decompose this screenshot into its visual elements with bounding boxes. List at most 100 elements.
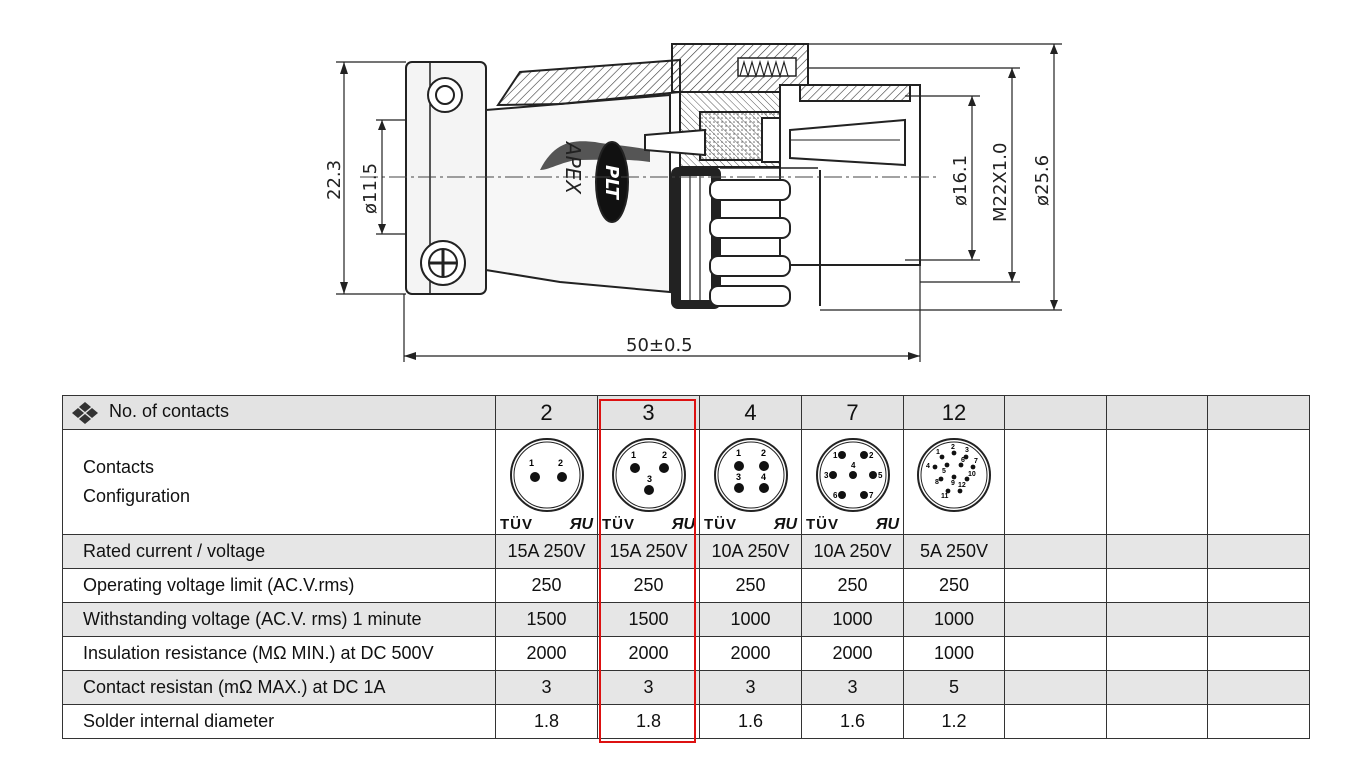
pin-label: 5 (942, 468, 946, 475)
pin-label: 7 (974, 458, 978, 465)
spec-value-cell (1106, 602, 1208, 637)
spec-value-cell: 2000 (801, 636, 904, 671)
dim-height-left: 22.3 (324, 160, 345, 200)
pin-label: 12 (958, 482, 966, 489)
pin-label: 1 (529, 458, 534, 468)
config-label-cell: Contacts Configuration (62, 429, 496, 535)
spec-row-label: Contact resistan (mΩ MAX.) at DC 1A (62, 670, 496, 705)
pin-layout-12: 1 2 3 4 5 6 7 8 9 10 11 12 (903, 429, 1005, 535)
pin-label: 2 (662, 450, 667, 460)
spec-value-cell (1207, 534, 1310, 569)
pin-diagram-4: 1 2 3 4 (713, 438, 788, 512)
spec-value-cell (1004, 670, 1107, 705)
pin-layout-7: 1 2 3 4 5 6 7 TÜV ЯU (801, 429, 904, 535)
ul-mark: ЯU (773, 516, 797, 533)
config-empty (1207, 429, 1310, 535)
spec-value-cell: 10A 250V (699, 534, 802, 569)
spec-value-cell (1207, 636, 1310, 671)
spec-row-label: Solder internal diameter (62, 704, 496, 739)
header-row: No. of contacts 2 3 4 7 12 (62, 395, 1310, 430)
spec-value-cell: 1.8 (597, 704, 700, 739)
spec-table: No. of contacts 2 3 4 7 12 Contacts Conf… (62, 395, 1310, 739)
dimension-lines (336, 43, 1062, 362)
ul-mark: ЯU (671, 516, 695, 533)
spec-value-cell: 1500 (597, 602, 700, 637)
spec-value-cell: 1.6 (801, 704, 904, 739)
contacts-empty (1004, 395, 1107, 430)
spec-value-cell (1004, 534, 1107, 569)
dimension-arrows (340, 44, 1058, 360)
spec-row-label: Withstanding voltage (AC.V. rms) 1 minut… (62, 602, 496, 637)
pin-label: 7 (869, 491, 874, 500)
pin-label: 1 (736, 448, 741, 458)
ul-mark: ЯU (569, 516, 593, 533)
spec-value-cell (1106, 568, 1208, 603)
pin-label: 5 (878, 471, 883, 480)
contacts-7: 7 (801, 395, 904, 430)
contacts-4: 4 (699, 395, 802, 430)
spec-value-cell: 15A 250V (597, 534, 700, 569)
spec-value-cell: 1500 (495, 602, 598, 637)
spec-value-cell: 3 (597, 670, 700, 705)
pin-diagram-12: 1 2 3 4 5 6 7 8 9 10 11 12 (917, 438, 991, 512)
config-empty (1004, 429, 1107, 535)
pin-label: 6 (961, 457, 965, 464)
spec-value-cell: 250 (903, 568, 1005, 603)
pin-label: 4 (761, 472, 766, 482)
contacts-12: 12 (903, 395, 1005, 430)
spec-value-cell: 1000 (801, 602, 904, 637)
spec-row: Withstanding voltage (AC.V. rms) 1 minut… (62, 602, 1310, 637)
spec-value-cell (1207, 704, 1310, 739)
connector-drawing: 22.3 ø11.5 50±0.5 ø16.1 M22X1.0 ø25.6 AP… (324, 43, 1062, 362)
pin-diagram-3: 1 2 3 (611, 438, 686, 512)
spec-value-cell: 250 (495, 568, 598, 603)
spec-value-cell: 3 (801, 670, 904, 705)
tuv-mark: TÜV (806, 516, 839, 533)
pin-label: 9 (951, 480, 955, 487)
spec-value-cell: 1.8 (495, 704, 598, 739)
spec-row-label: Rated current / voltage (62, 534, 496, 569)
dim-outer-dia: ø25.6 (1032, 155, 1053, 206)
tuv-mark: TÜV (704, 516, 737, 533)
contacts-empty (1207, 395, 1310, 430)
spec-value-cell: 250 (597, 568, 700, 603)
spec-row-label: Insulation resistance (MΩ MIN.) at DC 50… (62, 636, 496, 671)
pin-diagram-7: 1 2 3 4 5 6 7 (815, 438, 890, 512)
spec-value-cell (1106, 704, 1208, 739)
dim-thread: M22X1.0 (990, 143, 1011, 222)
spec-value-cell (1207, 670, 1310, 705)
pin-diagram-2: 1 2 (509, 438, 584, 512)
dim-overall-length: 50±0.5 (626, 335, 693, 356)
connector-outline (405, 43, 921, 309)
pin-label: 4 (926, 463, 930, 470)
dim-cable-dia: ø11.5 (360, 163, 381, 214)
pin-label: 2 (558, 458, 563, 468)
spec-value-cell (1004, 704, 1107, 739)
spec-value-cell: 1.6 (699, 704, 802, 739)
spec-value-cell (1106, 670, 1208, 705)
header-label-cell: No. of contacts (62, 395, 496, 430)
pin-label: 2 (761, 448, 766, 458)
spec-value-cell: 3 (699, 670, 802, 705)
pin-label: 2 (869, 451, 874, 460)
ul-mark: ЯU (875, 516, 899, 533)
contacts-empty (1106, 395, 1208, 430)
config-label-line2: Configuration (83, 486, 191, 506)
pin-label: 3 (965, 447, 969, 454)
spec-value-cell: 1000 (903, 602, 1005, 637)
pin-label: 3 (824, 471, 829, 480)
pin-label: 3 (647, 474, 652, 484)
spec-value-cell: 1000 (903, 636, 1005, 671)
spec-value-cell (1004, 602, 1107, 637)
pin-label: 1 (631, 450, 636, 460)
spec-value-cell: 2000 (495, 636, 598, 671)
spec-value-cell: 250 (699, 568, 802, 603)
pin-layout-4: 1 2 3 4 TÜV ЯU (699, 429, 802, 535)
spec-row-label: Operating voltage limit (AC.V.rms) (62, 568, 496, 603)
config-empty (1106, 429, 1208, 535)
